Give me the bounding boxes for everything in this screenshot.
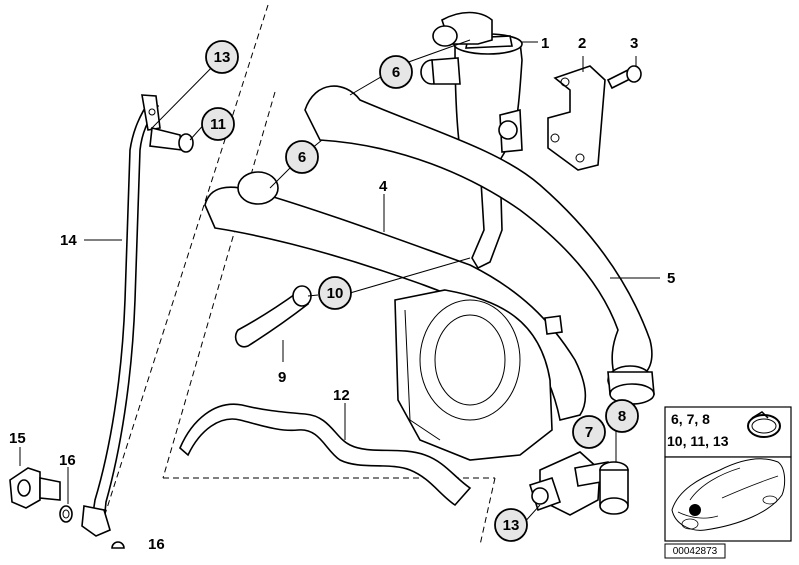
svg-text:7: 7 <box>585 424 593 441</box>
hose-9 <box>234 285 312 348</box>
pipe-14 <box>91 94 194 523</box>
svg-text:10, 11, 13: 10, 11, 13 <box>667 433 729 449</box>
label-5: 5 <box>667 270 675 287</box>
hose-12 <box>179 403 472 507</box>
reference-number: 00042873 <box>664 543 726 559</box>
svg-text:11: 11 <box>210 116 226 133</box>
label-2: 2 <box>578 35 586 52</box>
label-16-upper: 16 <box>59 452 76 469</box>
svg-text:13: 13 <box>503 517 520 534</box>
label-4: 4 <box>379 178 388 195</box>
callout-10: 10 <box>318 276 352 310</box>
svg-text:00042873: 00042873 <box>673 546 718 557</box>
bracket-2 <box>547 65 606 171</box>
callout-8: 8 <box>605 399 639 433</box>
callout-13-bottom: 13 <box>494 508 528 542</box>
dashed-section-lines <box>99 4 496 546</box>
callout-13-top: 13 <box>205 40 239 74</box>
label-1: 1 <box>541 35 549 52</box>
banjo-bolt-15 <box>9 467 61 509</box>
callout-7: 7 <box>572 415 606 449</box>
washer-16 <box>59 505 73 523</box>
bolt-3 <box>606 65 642 90</box>
svg-text:6: 6 <box>298 149 306 166</box>
svg-text:8: 8 <box>618 408 626 425</box>
label-12: 12 <box>333 387 350 404</box>
callout-11: 11 <box>201 107 235 141</box>
label-9: 9 <box>278 369 286 386</box>
label-15: 15 <box>9 430 26 447</box>
inset-car-panel <box>664 456 792 542</box>
callout-6-top: 6 <box>379 55 413 89</box>
fitting-8 <box>599 461 629 515</box>
washer-16-lower <box>111 541 125 549</box>
oil-separator-1 <box>420 11 523 270</box>
hose-5 <box>304 85 655 405</box>
callout-6-middle: 6 <box>285 140 319 174</box>
leader-lines <box>19 39 660 526</box>
label-16-lower: 16 <box>148 536 165 553</box>
label-14: 14 <box>60 232 77 249</box>
hose-clamp-icon <box>747 411 781 438</box>
svg-text:10: 10 <box>327 285 344 302</box>
pipe-14-end <box>81 505 111 537</box>
svg-text:6: 6 <box>392 64 400 81</box>
svg-text:13: 13 <box>214 49 231 66</box>
location-marker-icon <box>689 504 701 516</box>
label-3: 3 <box>630 35 638 52</box>
valve-cover <box>394 289 563 461</box>
svg-text:6, 7, 8: 6, 7, 8 <box>671 411 710 427</box>
part-labels: 1 2 3 4 5 9 12 14 15 16 16 <box>9 35 675 553</box>
inset-clamp-panel: 6, 7, 8 10, 11, 13 <box>664 406 792 458</box>
hose-4 <box>204 171 587 421</box>
